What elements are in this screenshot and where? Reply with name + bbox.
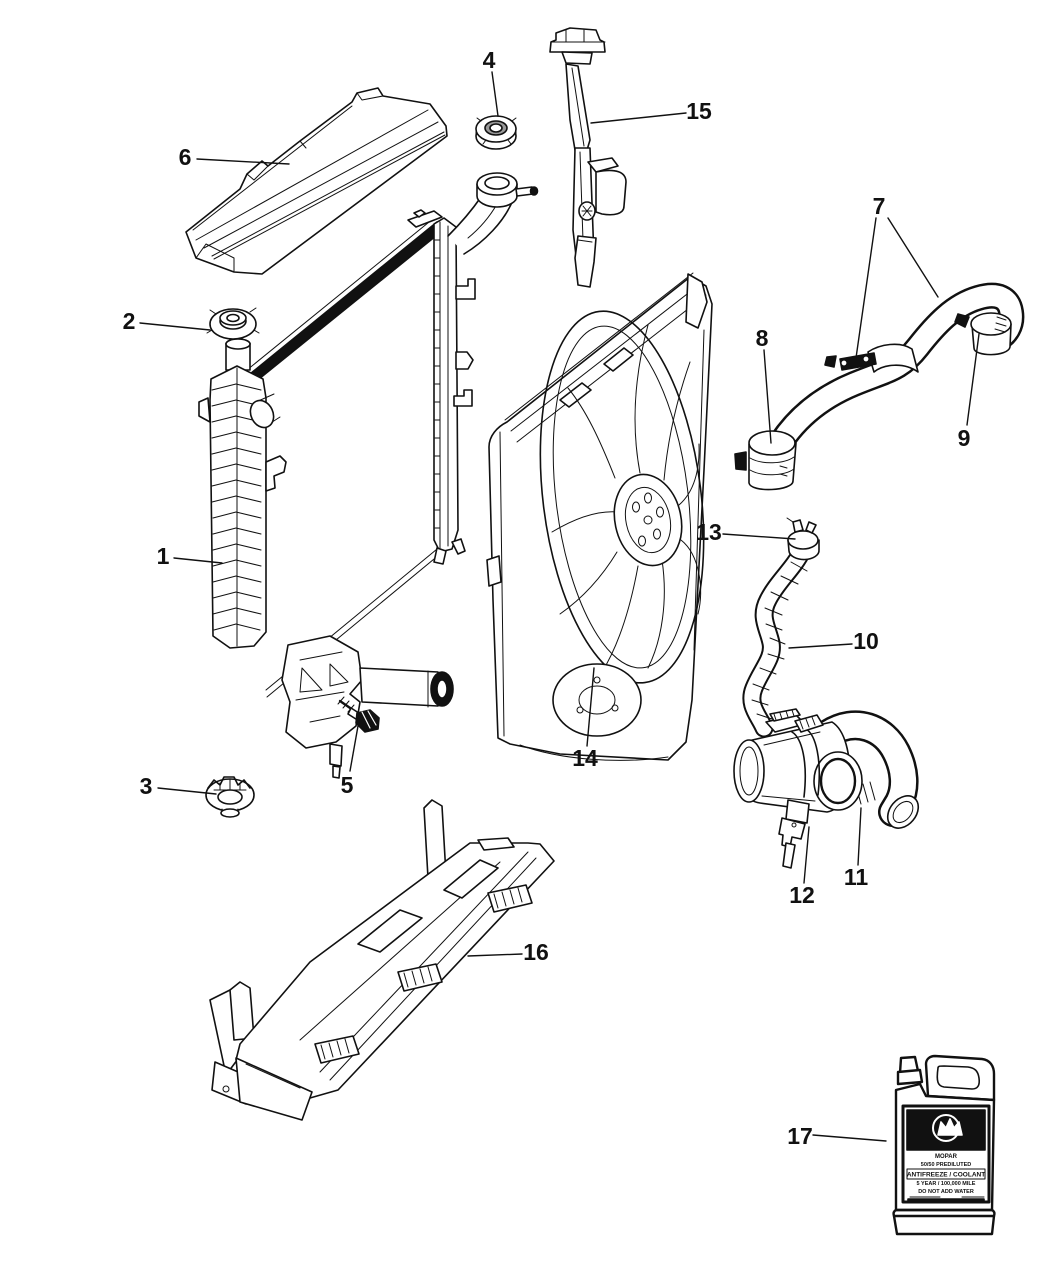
callout-13: 13	[696, 519, 722, 545]
part-upper-shield	[185, 87, 448, 275]
callout-5-leader	[349, 725, 359, 772]
callout-14: 14	[572, 745, 598, 771]
part-lower-shield	[209, 799, 555, 1121]
callout-1-leader	[173, 557, 223, 564]
part-lower-hose-elbow	[813, 710, 920, 829]
callout-10-leader	[788, 643, 853, 649]
part-radiator	[198, 172, 539, 779]
callout-9: 9	[958, 425, 971, 451]
callout-17-leader	[812, 1134, 887, 1142]
callout-8: 8	[756, 325, 769, 351]
jug-brand-text: MOPAR	[935, 1154, 958, 1160]
callout-7: 7	[873, 193, 886, 219]
jug-line1-text: 50/50 PREDILUTED	[921, 1162, 971, 1168]
jug-line3-text: 5 YEAR / 100,000 MILE	[917, 1181, 976, 1187]
callout-8-leader	[763, 349, 772, 444]
part-radiator-hose-wavy	[742, 517, 820, 738]
part-fan-module	[486, 272, 713, 761]
callout-11-leader	[857, 807, 862, 866]
callout-13-leader	[722, 533, 796, 540]
callout-1: 1	[157, 543, 170, 569]
part-support-bracket	[549, 27, 627, 288]
callout-4-leader	[491, 71, 499, 117]
callout-4: 4	[483, 47, 496, 73]
callout-16-leader	[467, 953, 523, 957]
part-upper-hose	[734, 282, 1025, 491]
callout-7-leader-2	[887, 217, 939, 298]
callout-2: 2	[123, 308, 136, 334]
callout-6: 6	[179, 144, 192, 170]
part-lower-grommet	[205, 776, 255, 818]
callout-15-leader	[590, 112, 687, 124]
callout-11: 11	[844, 864, 869, 890]
callout-17: 17	[787, 1123, 813, 1149]
callout-10: 10	[853, 628, 879, 654]
part-clamp-13	[786, 517, 820, 561]
callout-9-leader	[966, 333, 980, 426]
callout-5: 5	[341, 772, 354, 798]
callout-3-leader	[157, 787, 217, 795]
callout-16: 16	[523, 939, 549, 965]
part-clamp-12	[778, 714, 824, 869]
callout-12: 12	[789, 882, 815, 908]
part-drain-cock	[337, 696, 380, 733]
callout-15: 15	[686, 98, 712, 124]
callout-2-leader	[139, 322, 211, 331]
part-clamp-8	[734, 430, 797, 491]
part-nut	[475, 115, 517, 150]
callout-7-leader	[855, 217, 877, 359]
callout-3: 3	[140, 773, 153, 799]
jug-line2-text: ANTIFREEZE / COOLANT	[907, 1172, 985, 1179]
part-upper-grommet	[206, 307, 260, 340]
callout-12-leader	[803, 826, 810, 884]
callout-14-leader	[586, 667, 595, 747]
part-clamp-9	[954, 312, 1012, 356]
jug-line4-text: DO NOT ADD WATER	[918, 1189, 974, 1195]
callout-6-leader	[196, 158, 290, 165]
part-lower-hose-assembly	[733, 708, 920, 869]
part-coolant-jug: MOPAR 50/50 PREDILUTED ANTIFREEZE / COOL…	[892, 1054, 996, 1236]
